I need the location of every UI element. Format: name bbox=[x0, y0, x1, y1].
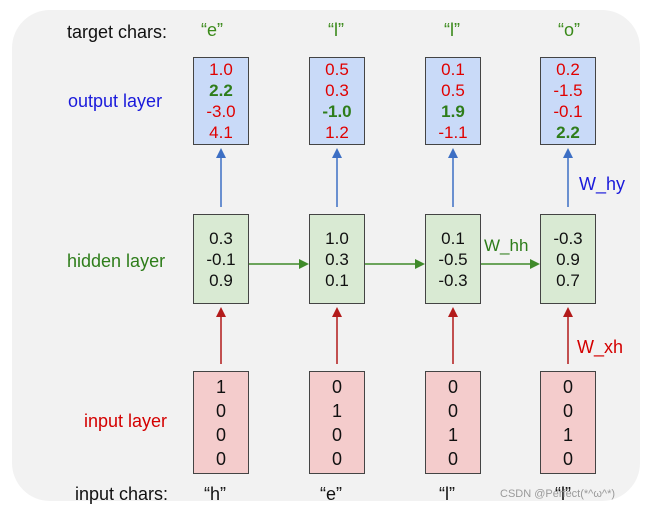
output-value: -1.5 bbox=[553, 81, 583, 100]
hidden-value: 1.0 bbox=[325, 228, 349, 248]
hidden-box-3: 0.1 -0.5 -0.3 bbox=[425, 214, 481, 304]
input-value: 0 bbox=[331, 424, 342, 445]
input-value: 0 bbox=[447, 400, 458, 421]
hidden-value: 0.7 bbox=[556, 270, 580, 290]
output-value: 0.1 bbox=[441, 60, 465, 79]
output-value: -3.0 bbox=[206, 102, 236, 121]
output-value: 4.1 bbox=[209, 123, 233, 142]
target-char: “l” bbox=[444, 20, 460, 40]
output-value: 0.5 bbox=[441, 81, 465, 100]
input-value: 0 bbox=[331, 448, 342, 469]
output-value: -0.1 bbox=[553, 102, 583, 121]
input-value: 0 bbox=[331, 376, 342, 397]
hidden-value: 0.3 bbox=[209, 228, 233, 248]
weight-label-xh: W_xh bbox=[577, 337, 624, 357]
hidden-value: 0.1 bbox=[441, 228, 465, 248]
input-layer-label: input layer bbox=[84, 411, 168, 431]
output-box-4: 0.2 -1.5 -0.1 2.2 bbox=[540, 57, 596, 145]
input-value: 0 bbox=[562, 376, 573, 397]
input-box-1: 1 0 0 0 bbox=[193, 371, 249, 474]
hidden-box-4: -0.3 0.9 0.7 bbox=[540, 214, 596, 304]
input-value: 0 bbox=[215, 424, 226, 445]
target-char: “e” bbox=[201, 20, 223, 40]
hidden-box-2: 1.0 0.3 0.1 bbox=[309, 214, 365, 304]
hidden-value: 0.3 bbox=[325, 249, 349, 269]
hidden-value: 0.9 bbox=[556, 249, 580, 269]
output-value-highlight: -1.0 bbox=[322, 102, 352, 121]
weight-label-hh: W_hh bbox=[484, 236, 529, 255]
target-char: “o” bbox=[558, 20, 580, 40]
output-value: 0.5 bbox=[325, 60, 349, 79]
watermark: CSDN @Perfect(*^ω^*) bbox=[500, 488, 616, 500]
output-box-2: 0.5 0.3 -1.0 1.2 bbox=[309, 57, 365, 145]
input-value: 1 bbox=[562, 424, 573, 445]
output-box-3: 0.1 0.5 1.9 -1.1 bbox=[425, 57, 481, 145]
output-value-highlight: 2.2 bbox=[556, 123, 580, 142]
hidden-value: -0.3 bbox=[438, 270, 468, 290]
hidden-box-1: 0.3 -0.1 0.9 bbox=[193, 214, 249, 304]
hidden-value: 0.9 bbox=[209, 270, 233, 290]
output-box-1: 1.0 2.2 -3.0 4.1 bbox=[193, 57, 249, 145]
input-value: 0 bbox=[562, 448, 573, 469]
input-char: “e” bbox=[320, 484, 342, 504]
input-box-4: 0 0 1 0 bbox=[540, 371, 596, 474]
output-value: 1.2 bbox=[325, 123, 349, 142]
input-value: 0 bbox=[447, 448, 458, 469]
input-box-3: 0 0 1 0 bbox=[425, 371, 481, 474]
target-chars-label: target chars: bbox=[67, 22, 168, 42]
output-value-highlight: 1.9 bbox=[441, 102, 465, 121]
input-chars-label: input chars: bbox=[75, 484, 169, 504]
weight-label-hy: W_hy bbox=[579, 174, 626, 194]
input-value: 0 bbox=[215, 400, 226, 421]
output-value: -1.1 bbox=[438, 123, 468, 142]
output-layer-label: output layer bbox=[68, 91, 163, 111]
target-char: “l” bbox=[328, 20, 344, 40]
output-value-highlight: 2.2 bbox=[209, 81, 233, 100]
input-char: “l” bbox=[439, 484, 455, 504]
input-value: 1 bbox=[447, 424, 458, 445]
input-char: “h” bbox=[204, 484, 226, 504]
input-box-2: 0 1 0 0 bbox=[309, 371, 365, 474]
hidden-layer-label: hidden layer bbox=[67, 251, 166, 271]
input-char: “l” bbox=[555, 484, 571, 504]
input-value: 1 bbox=[215, 376, 226, 397]
output-value: 1.0 bbox=[209, 60, 233, 79]
output-value: 0.3 bbox=[325, 81, 349, 100]
input-value: 1 bbox=[331, 400, 342, 421]
hidden-value: 0.1 bbox=[325, 270, 349, 290]
hidden-value: -0.5 bbox=[438, 249, 468, 269]
output-value: 0.2 bbox=[556, 60, 580, 79]
hidden-value: -0.3 bbox=[553, 228, 583, 248]
input-value: 0 bbox=[447, 376, 458, 397]
hidden-value: -0.1 bbox=[206, 249, 236, 269]
input-value: 0 bbox=[215, 448, 226, 469]
input-value: 0 bbox=[562, 400, 573, 421]
